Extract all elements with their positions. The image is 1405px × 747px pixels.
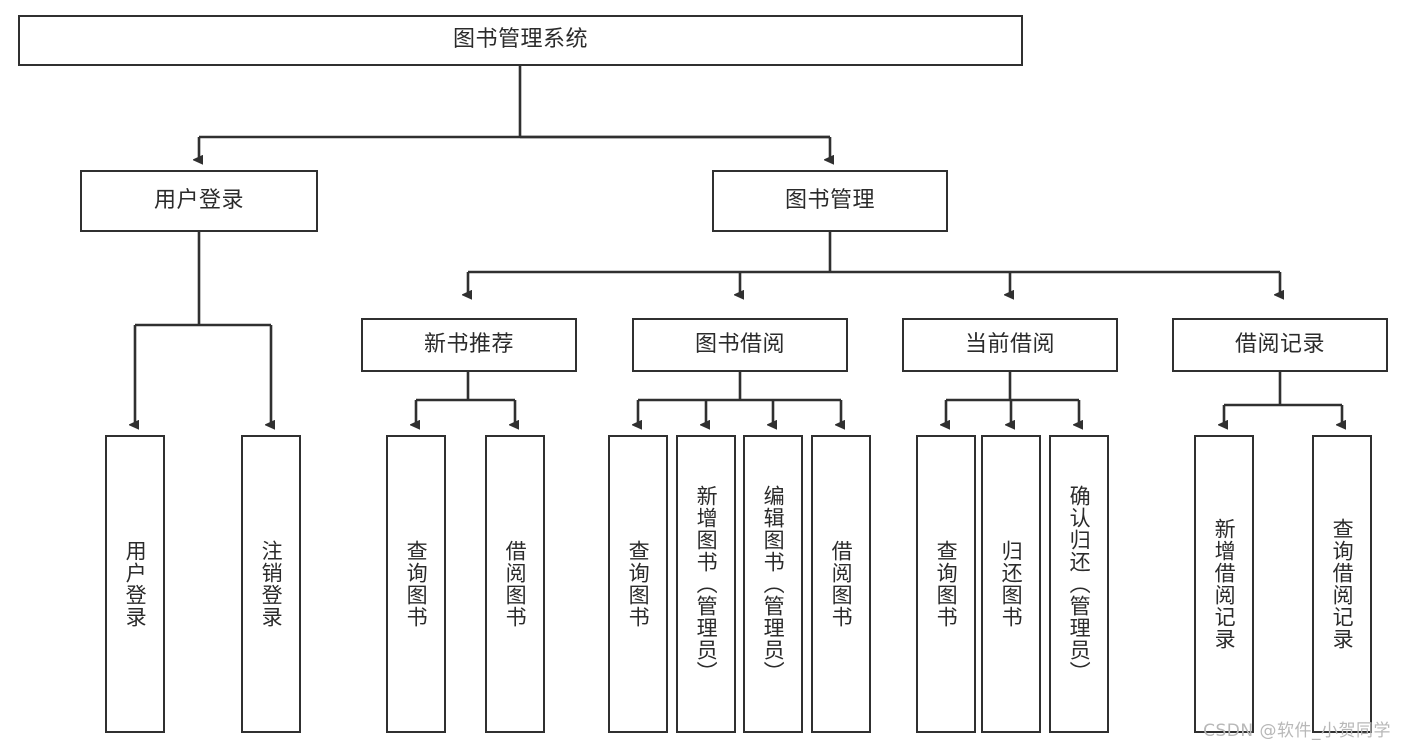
node-leaf-confirm-return[interactable]: 确认归还（管理员） [1049, 435, 1109, 733]
node-leaf-add-record-label: 新增借阅记录 [1212, 518, 1237, 650]
node-leaf-user-login-label: 用户登录 [123, 540, 148, 628]
node-leaf-confirm-return-label: 确认归还（管理员） [1067, 485, 1092, 683]
node-leaf-edit-book[interactable]: 编辑图书（管理员） [743, 435, 803, 733]
node-leaf-add-book[interactable]: 新增图书（管理员） [676, 435, 736, 733]
node-leaf-query-book-2[interactable]: 查询图书 [608, 435, 668, 733]
node-leaf-edit-book-label: 编辑图书（管理员） [761, 485, 786, 683]
node-current-borrow-label: 当前借阅 [964, 331, 1055, 357]
node-leaf-query-book-2-label: 查询图书 [626, 540, 651, 628]
node-book-manage-label: 图书管理 [784, 187, 875, 213]
node-leaf-add-record[interactable]: 新增借阅记录 [1194, 435, 1254, 733]
node-leaf-query-book-1[interactable]: 查询图书 [386, 435, 446, 733]
node-leaf-return-book[interactable]: 归还图书 [981, 435, 1041, 733]
node-borrow-record-label: 借阅记录 [1234, 331, 1325, 357]
node-leaf-borrow-book-1-label: 借阅图书 [503, 540, 528, 628]
node-root-label: 图书管理系统 [452, 27, 588, 53]
node-book-borrow-label: 图书借阅 [694, 331, 785, 357]
node-leaf-borrow-book-2[interactable]: 借阅图书 [811, 435, 871, 733]
node-leaf-borrow-book-2-label: 借阅图书 [829, 540, 854, 628]
node-leaf-query-record-label: 查询借阅记录 [1330, 518, 1355, 650]
node-leaf-return-book-label: 归还图书 [999, 540, 1024, 628]
node-leaf-user-login[interactable]: 用户登录 [105, 435, 165, 733]
node-borrow-record[interactable]: 借阅记录 [1172, 318, 1388, 372]
node-leaf-query-book-3-label: 查询图书 [934, 540, 959, 628]
node-leaf-add-book-label: 新增图书（管理员） [694, 485, 719, 683]
node-user-login[interactable]: 用户登录 [80, 170, 318, 232]
node-leaf-borrow-book-1[interactable]: 借阅图书 [485, 435, 545, 733]
node-leaf-logout-label: 注销登录 [259, 540, 284, 628]
node-book-borrow[interactable]: 图书借阅 [632, 318, 848, 372]
node-leaf-query-book-1-label: 查询图书 [404, 540, 429, 628]
node-root[interactable]: 图书管理系统 [18, 15, 1023, 66]
node-new-book-rec[interactable]: 新书推荐 [361, 318, 577, 372]
node-leaf-query-book-3[interactable]: 查询图书 [916, 435, 976, 733]
node-user-login-label: 用户登录 [153, 187, 244, 213]
node-current-borrow[interactable]: 当前借阅 [902, 318, 1118, 372]
node-new-book-rec-label: 新书推荐 [423, 331, 514, 357]
node-book-manage[interactable]: 图书管理 [712, 170, 948, 232]
node-leaf-query-record[interactable]: 查询借阅记录 [1312, 435, 1372, 733]
node-leaf-logout[interactable]: 注销登录 [241, 435, 301, 733]
